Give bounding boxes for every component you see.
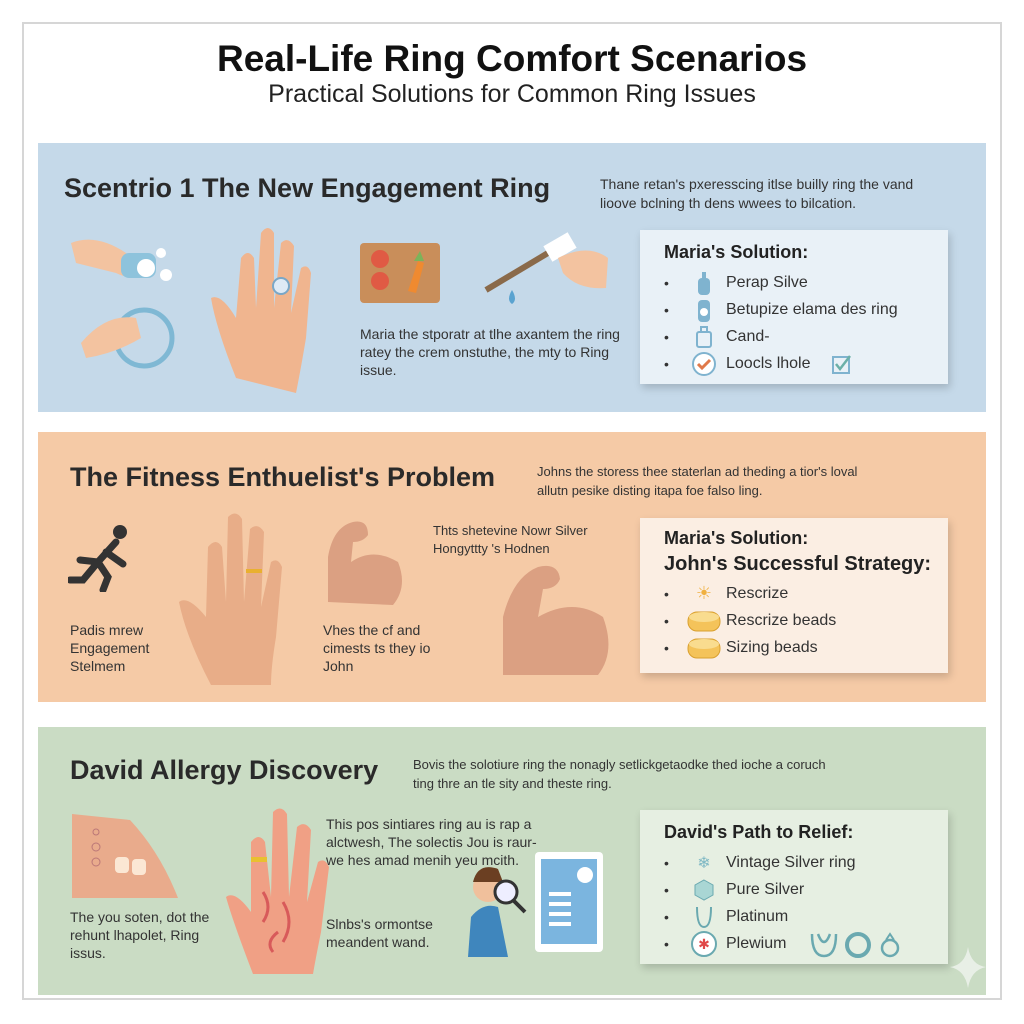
- solution-subtitle: John's Successful Strategy:: [664, 553, 932, 575]
- page-title: Real-Life Ring Comfort Scenarios: [216, 38, 808, 79]
- doctor-examining-icon: [468, 852, 603, 957]
- scenario-caption: This pos sintiares ring au is rap a alct…: [326, 816, 537, 868]
- scenario-description: Johns the storess thee staterlan ad thed…: [537, 464, 858, 498]
- container-icon: [682, 324, 726, 350]
- flexed-arm-icon: [503, 565, 609, 675]
- solution-item: •Sizing beads: [664, 634, 948, 661]
- solution-item: •✱Plewium: [664, 930, 948, 958]
- solution-item: •❄Vintage Silver ring: [664, 849, 948, 876]
- star-circle-icon: ✱: [682, 930, 726, 957]
- ring-set-icon: [811, 931, 900, 958]
- scenario-title: Scentrio 1 The New Engagement Ring: [64, 173, 551, 203]
- solution-item: •Pure Silver: [664, 876, 948, 903]
- solution-item: •☀Rescrize: [664, 580, 948, 607]
- scenario-caption: Maria the stporatr at tlhe axantem the r…: [360, 326, 620, 378]
- scenario-caption: Vhes the cf and cimests ts they io John: [323, 622, 431, 674]
- solution-item: •Loocls lhole: [664, 350, 948, 377]
- page-frame: [22, 22, 1002, 1000]
- solution-box: Maria's Solution: John's Successful Stra…: [640, 518, 948, 673]
- brush-cleaning-icon: [484, 232, 608, 304]
- bottle-icon: [682, 297, 726, 323]
- solution-item: •Betupize elama des ring: [664, 296, 948, 323]
- scenario-caption: Padis mrew Engagement Stelmem: [70, 622, 150, 674]
- scenario-description: Thane retan's pxeresscing itlse builly r…: [600, 176, 914, 211]
- hand-with-ring-icon: [211, 228, 311, 393]
- soap-bottle-icon: [682, 270, 726, 296]
- scenario-caption: Thts shetevine Nowr Silver Hongyttty 's …: [433, 523, 588, 556]
- sparkle-icon: [950, 947, 986, 988]
- solution-title: Maria's Solution:: [664, 528, 809, 548]
- sizing-bead-icon: [682, 608, 726, 634]
- scenario-title: David Allergy Discovery: [70, 755, 379, 785]
- ring-icon: [682, 904, 726, 930]
- scenario-caption: Slnbs's ormontse meandent wand.: [326, 916, 433, 950]
- scenario-panel-2: The Fitness Enthuelist's Problem Johns t…: [38, 432, 986, 702]
- check-circle-icon: [682, 351, 726, 377]
- scenario-panel-1: Scentrio 1 The New Engagement Ring Thane…: [38, 143, 986, 412]
- scenario-description: Bovis the solotiure ring the nonagly set…: [413, 757, 826, 791]
- solution-item: •Perap Silve: [664, 269, 948, 296]
- scenario-panel-3: David Allergy Discovery Bovis the soloti…: [38, 727, 986, 995]
- runner-icon: [68, 525, 127, 592]
- solution-item: •Cand-: [664, 323, 948, 350]
- solution-item: •Platinum: [664, 903, 948, 930]
- scenario-title: The Fitness Enthuelist's Problem: [70, 462, 495, 492]
- irritated-hand-icon: [226, 808, 329, 974]
- checkbox-icon: [831, 354, 851, 374]
- solution-box: Maria's Solution: •Perap Silve •Betupize…: [640, 230, 948, 384]
- cutting-board-icon: [360, 243, 440, 303]
- gem-icon: [682, 877, 726, 903]
- snowflake-icon: ❄: [697, 854, 711, 872]
- scenario-caption: The you soten, dot the rehunt lhapolet, …: [70, 909, 210, 961]
- solution-item: •Rescrize beads: [664, 607, 948, 634]
- hand-washing-icon: [71, 239, 175, 369]
- svg-text:✱: ✱: [698, 936, 710, 952]
- page-subtitle: Practical Solutions for Common Ring Issu…: [268, 80, 756, 108]
- skin-patch-icon: [72, 814, 178, 898]
- solution-title: David's Path to Relief:: [664, 822, 854, 842]
- flexed-arm-icon: [328, 521, 402, 605]
- solution-box: David's Path to Relief: •❄Vintage Silver…: [640, 810, 948, 964]
- sun-icon: ☀: [695, 583, 713, 603]
- sizing-bead-icon: [682, 635, 726, 661]
- solution-title: Maria's Solution:: [664, 242, 809, 262]
- hand-with-ring-icon: [179, 513, 282, 685]
